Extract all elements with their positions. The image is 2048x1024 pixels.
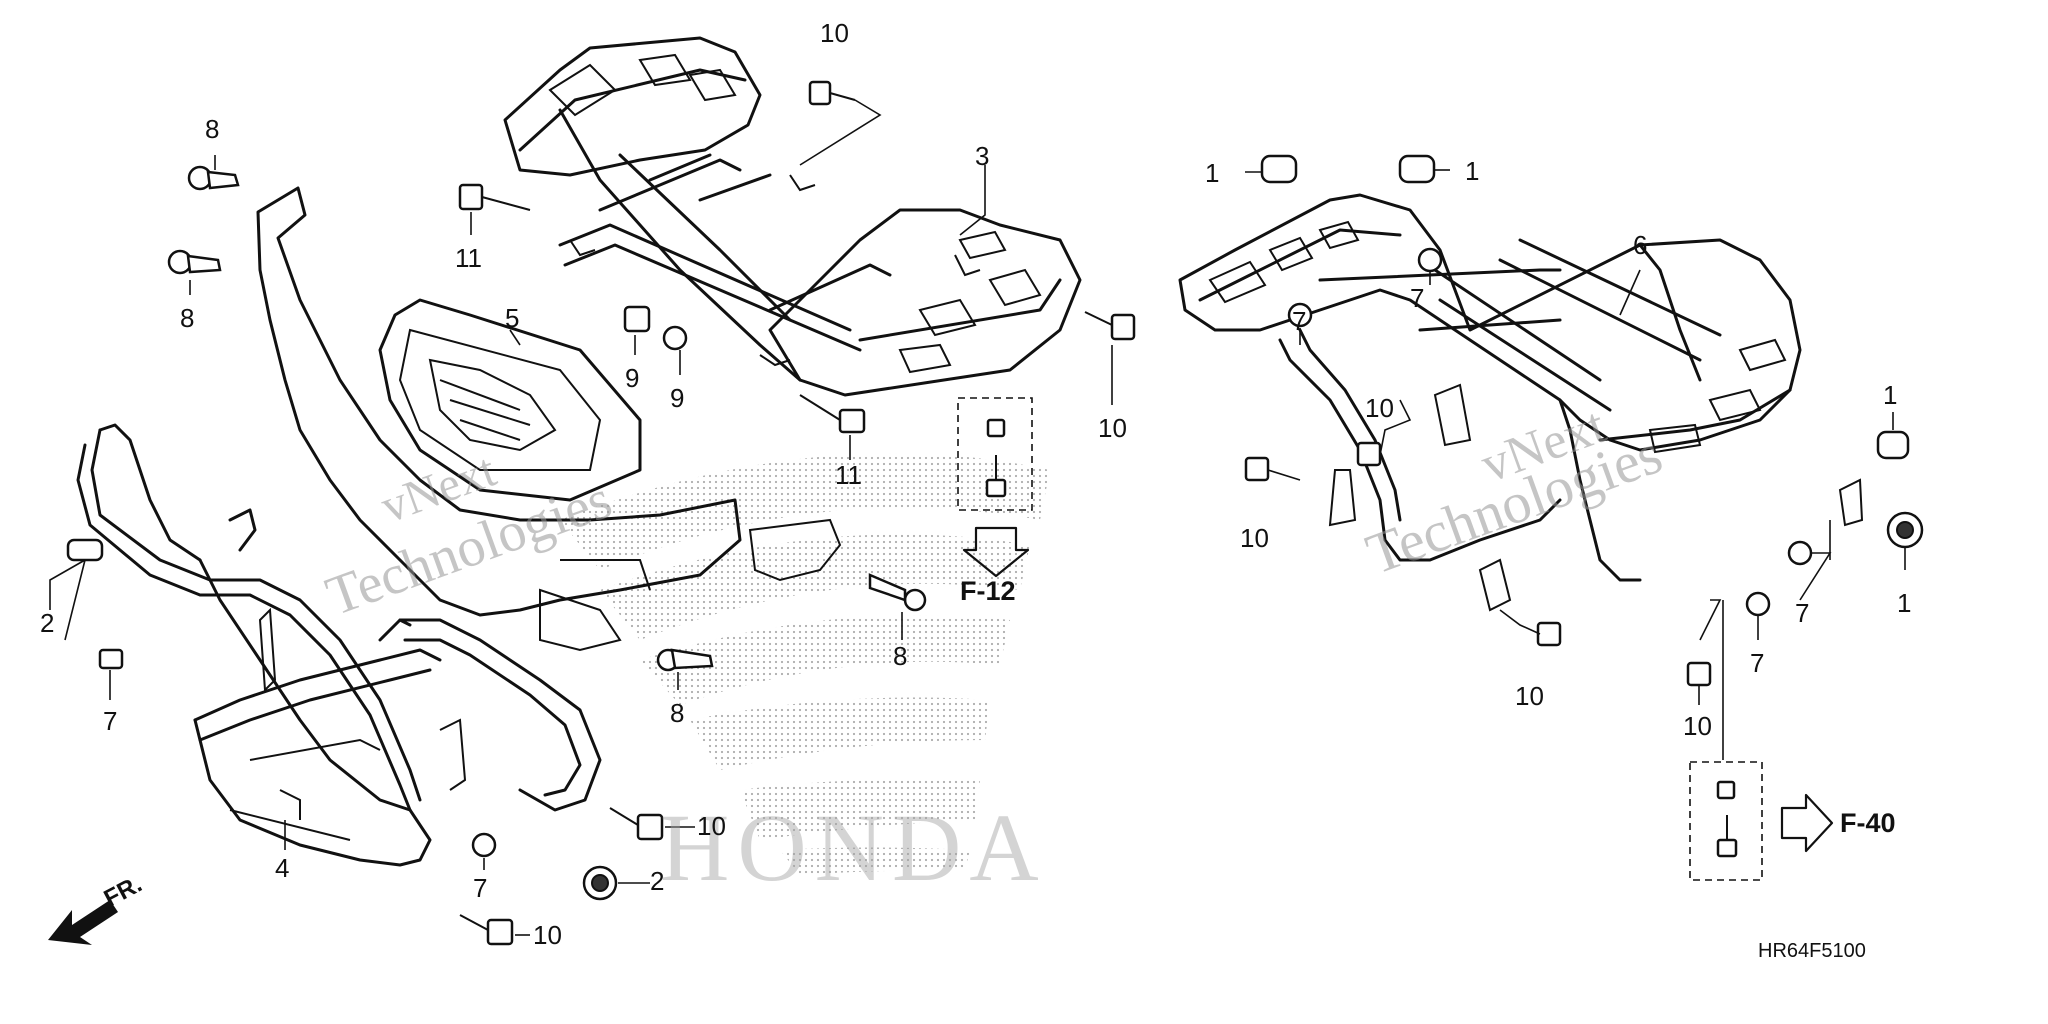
callout-7: 7 [473,873,488,903]
reference-f40: F-40 [1840,808,1896,838]
callout-8: 8 [893,641,908,671]
callout-10: 10 [1515,681,1544,711]
callout-11: 11 [455,243,482,273]
callout-2: 2 [650,866,665,896]
leader-lines [49,99,1906,936]
callout-7: 7 [1292,306,1307,336]
callout-4: 4 [275,853,290,883]
callout-10: 10 [533,920,562,950]
callout-6: 6 [1633,230,1648,260]
callout-10: 10 [1098,413,1127,443]
callout-7: 7 [1795,598,1810,628]
honda-wing-watermark [560,453,1050,875]
f12-arrow [962,526,1030,578]
callout-11: 11 [835,460,862,490]
callout-8: 8 [670,698,685,728]
front-direction-arrow [48,900,118,945]
f40-group-box [1689,761,1763,881]
front-bumper-guard [76,423,602,867]
callout-10: 10 [1365,393,1394,423]
callout-9: 9 [670,383,685,413]
fasteners [66,80,1924,946]
callout-2: 2 [40,608,55,638]
callout-5: 5 [505,303,520,333]
callout-10: 10 [1240,523,1269,553]
f12-group-box [957,397,1033,511]
callout-10: 10 [820,18,849,48]
callout-10: 10 [1683,711,1712,741]
watermark-brand: HONDA [660,794,1047,901]
callout-9: 9 [625,363,640,393]
callout-7: 7 [1410,283,1425,313]
callout-1: 1 [1883,380,1898,410]
front-carrier-rack [503,36,1082,397]
f40-arrow [1780,793,1834,853]
diagram-code: HR64F5100 [1758,940,1866,962]
callout-7: 7 [103,706,118,736]
reference-f12: F-12 [960,576,1016,606]
front-grille-panel [256,186,842,652]
callout-1: 1 [1465,156,1480,186]
callout-3: 3 [975,141,990,171]
callout-1: 1 [1205,158,1220,188]
callout-8: 8 [180,303,195,333]
rear-carrier-rack [1178,193,1864,612]
callout-8: 8 [205,114,220,144]
callout-10: 10 [697,811,726,841]
callout-7: 7 [1750,648,1765,678]
callout-1: 1 [1897,588,1912,618]
